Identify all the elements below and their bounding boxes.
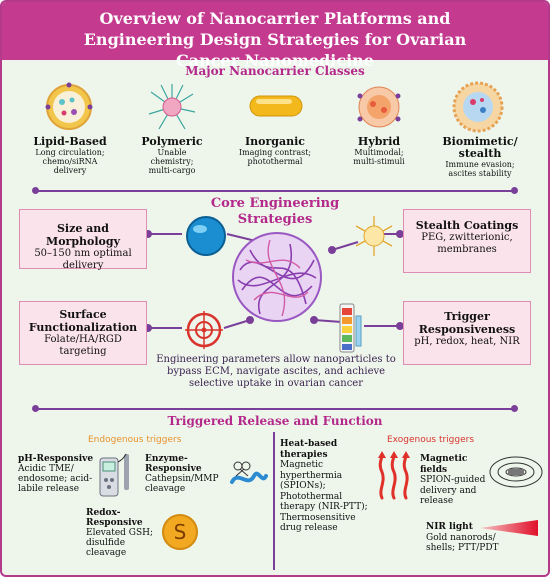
strategy-stealth-body: PEG, zwitterionic, membranes (421, 232, 513, 255)
ph-responsive-body: Acidic TME/ endosome; acid-labile releas… (18, 464, 93, 494)
heat-waves-icon (378, 451, 410, 500)
strategy-trigger-responsiveness: Trigger Responsiveness pH, redox, heat, … (403, 301, 531, 365)
ph-test-strip-icon (339, 303, 362, 353)
class-lipid-desc: Long circulation; chemo/siRNA delivery (35, 148, 105, 175)
ph-responsive: pH-Responsive Acidic TME/ endosome; acid… (18, 454, 106, 494)
section-divider (36, 408, 514, 410)
endogenous-label: Endogenous triggers (88, 435, 182, 445)
heat-therapies: Heat-based therapies Magnetic hypertherm… (280, 439, 372, 534)
extracellular-matrix-icon (232, 232, 322, 322)
strategy-size-morphology: Size and Morphology 50–150 nm optimal de… (19, 209, 147, 271)
polymeric-micelle-icon (148, 84, 196, 130)
strategy-stealth-head: Stealth Coatings (415, 219, 519, 232)
section-title-triggered: Triggered Release and Function (167, 414, 383, 428)
heat-therapies-body: Magnetic hyperthermia (SPIONs); Photothe… (280, 460, 368, 533)
magnetic-fields: Magnetic fields SPION-guided delivery an… (420, 454, 496, 507)
divider-dot (32, 405, 39, 412)
class-biomimetic-name: Biomimetic/ stealth (442, 135, 518, 160)
redox-responsive: Redox-Responsive Elevated GSH; disulfide… (86, 508, 168, 558)
enzyme-responsive-body: Cathepsin/MMP cleavage (145, 474, 219, 494)
sulfur-icon: S (162, 514, 198, 550)
hybrid-nanoparticle-icon (357, 86, 401, 128)
class-biomimetic: Biomimetic/ stealth Immune evasion; asci… (432, 135, 528, 179)
divider-dot (511, 187, 518, 194)
section-divider (36, 190, 514, 192)
strategy-surface-head: Surface Functionalization (28, 308, 138, 334)
strategy-stealth-coatings: Stealth Coatings PEG, zwitterionic, memb… (403, 209, 531, 273)
biomimetic-nanoparticle-icon (452, 81, 504, 133)
strategy-surface-body: Folate/HA/RGD targeting (44, 334, 122, 357)
section-title-classes: Major Nanocarrier Classes (185, 64, 365, 78)
strategy-trigger-head: Trigger Responsiveness (418, 310, 516, 336)
nir-light-head: NIR light (426, 522, 473, 532)
strategies-title-line2: Strategies (237, 212, 313, 227)
class-hybrid-desc: Multimodal; multi-stimuli (353, 148, 405, 166)
heat-therapies-head: Heat-based therapies (280, 439, 338, 460)
nir-beam-icon (480, 520, 538, 536)
enzyme-responsive: Enzyme-Responsive Cathepsin/MMP cleavage (145, 454, 235, 494)
title-banner: Overview of Nanocarrier Platforms and En… (2, 2, 548, 70)
section-title-strategies: Core Engineering Strategies (2, 196, 548, 228)
vertical-divider (273, 432, 275, 570)
strategy-connectors (144, 230, 404, 332)
page-title: Overview of Nanocarrier Platforms and En… (83, 9, 467, 70)
class-biomimetic-desc: Immune evasion; ascites stability (445, 160, 515, 178)
magnetic-fields-body: SPION-guided delivery and release (420, 475, 486, 506)
class-hybrid-name: Hybrid (357, 135, 401, 148)
strategy-trigger-body: pH, redox, heat, NIR (414, 336, 520, 347)
ph-meter-icon (99, 453, 129, 497)
class-inorganic-name: Inorganic (245, 135, 305, 148)
divider-dot (32, 187, 39, 194)
class-lipid: Lipid-Based Long circulation; chemo/siRN… (22, 135, 118, 176)
class-inorganic-desc: Imaging contrast; photothermal (238, 148, 312, 166)
class-lipid-name: Lipid-Based (33, 135, 107, 148)
class-polymeric: Polymeric Unable chemistry; multi-cargo (124, 135, 220, 176)
target-icon (185, 311, 223, 349)
strategies-title-line1: Core Engineering (210, 196, 340, 211)
enzyme-responsive-head: Enzyme-Responsive (145, 454, 202, 474)
divider-dot (511, 405, 518, 412)
redox-responsive-head: Redox-Responsive (86, 508, 143, 528)
class-polymeric-desc: Unable chemistry; multi-cargo (148, 148, 196, 175)
magnetic-fields-head: Magnetic fields (420, 454, 468, 475)
class-hybrid: Hybrid Multimodal; multi-stimuli (331, 135, 427, 167)
strategy-surface-functionalization: Surface Functionalization Folate/HA/RGD … (19, 301, 147, 365)
lipid-nanoparticle-icon (45, 82, 93, 130)
ph-responsive-head: pH-Responsive (18, 454, 94, 464)
strategy-size-body: 50–150 nm optimal delivery (34, 248, 132, 271)
exogenous-label: Exogenous triggers (387, 435, 475, 445)
stealth-nanoparticle-icon (355, 216, 393, 256)
magnetic-field-icon (489, 456, 543, 488)
class-inorganic: Inorganic Imaging contrast; photothermal (227, 135, 323, 167)
center-caption: Engineering parameters allow nanoparticl… (156, 354, 396, 389)
inorganic-nanoparticle-icon (249, 95, 303, 117)
nir-light: NIR light Gold nanorods/ shells; PTT/PDT (426, 522, 500, 554)
redox-responsive-body: Elevated GSH; disulfide cleavage (86, 528, 154, 558)
class-polymeric-name: Polymeric (141, 135, 203, 148)
strategy-size-head: Size and Morphology (46, 222, 120, 248)
enzyme-scissors-icon (230, 461, 268, 484)
nanosphere-icon (186, 216, 226, 256)
nir-light-body: Gold nanorods/ shells; PTT/PDT (426, 532, 499, 554)
